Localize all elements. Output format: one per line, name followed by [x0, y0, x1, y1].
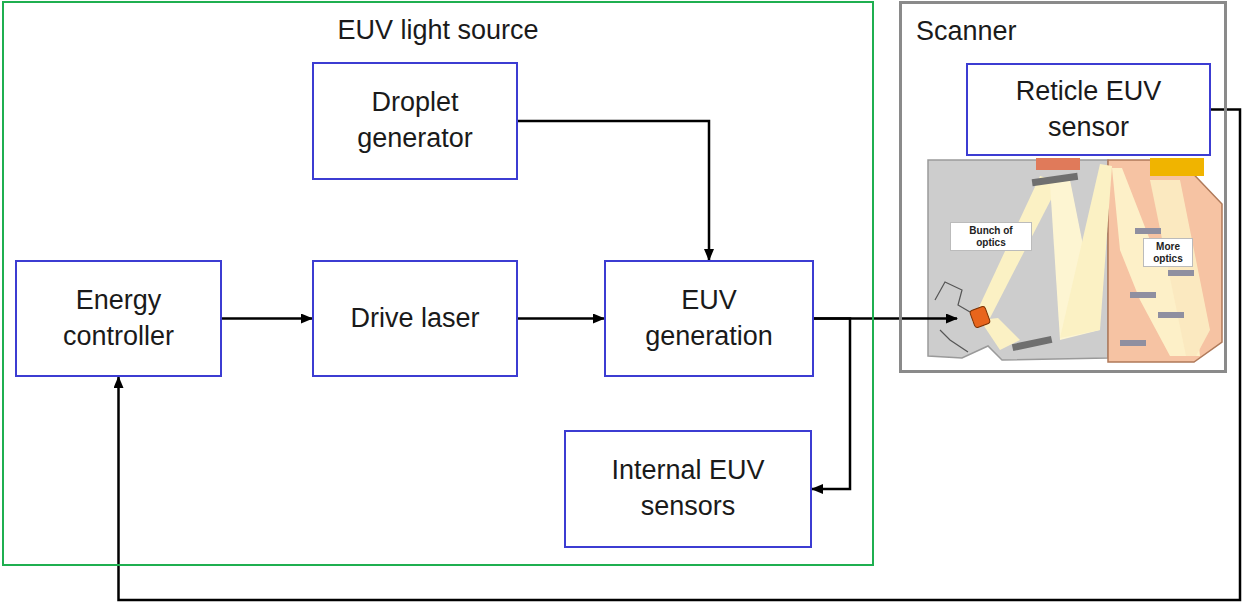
- box-label: Reticle EUV sensor: [986, 74, 1191, 146]
- arrow-connector: [518, 317, 604, 320]
- arrow-connector: [119, 110, 1241, 601]
- mirror: [1168, 270, 1194, 276]
- arrow-connector: [222, 317, 312, 320]
- reticle-stage: [1036, 158, 1080, 170]
- callout-label: Bunch of optics: [950, 222, 1032, 251]
- group-box: Reticle EUV sensor Scanner: [899, 1, 1227, 373]
- source-frame: [935, 282, 970, 312]
- process-box: EUV generation: [604, 260, 814, 377]
- process-box: Reticle EUV sensor: [966, 63, 1211, 156]
- process-box: Energy controller: [15, 260, 222, 377]
- mirror: [1158, 312, 1184, 318]
- light-beam: [1060, 164, 1112, 338]
- scanner-optics-drawing: [928, 158, 1222, 362]
- light-beam: [1150, 180, 1210, 356]
- mirror: [1032, 173, 1079, 186]
- box-label: Internal EUV sensors: [584, 453, 792, 525]
- arrow-connector: [812, 319, 850, 490]
- process-box: Internal EUV sensors: [564, 430, 812, 548]
- arrow-connector: [518, 121, 709, 260]
- mirror: [1012, 336, 1053, 351]
- process-box: Drive laser: [312, 260, 518, 377]
- process-box: Droplet generator: [312, 62, 518, 180]
- plasma-source: [969, 306, 990, 328]
- source-frame: [940, 330, 968, 352]
- mirror: [1130, 292, 1156, 298]
- box-label: Droplet generator: [332, 85, 498, 157]
- mirror: [1120, 340, 1146, 346]
- box-label: Energy controller: [35, 283, 202, 355]
- box-label: Drive laser: [350, 301, 479, 337]
- group-box: Droplet generatorEnergy controller Drive …: [2, 1, 874, 566]
- mirror: [1135, 228, 1161, 234]
- group-title: EUV light source: [4, 15, 872, 46]
- group-title: Scanner: [916, 16, 1017, 47]
- projection-housing: [1108, 160, 1222, 362]
- callout-label: More optics: [1143, 238, 1193, 267]
- reticle: [1150, 158, 1204, 176]
- box-label: EUV generation: [624, 283, 794, 355]
